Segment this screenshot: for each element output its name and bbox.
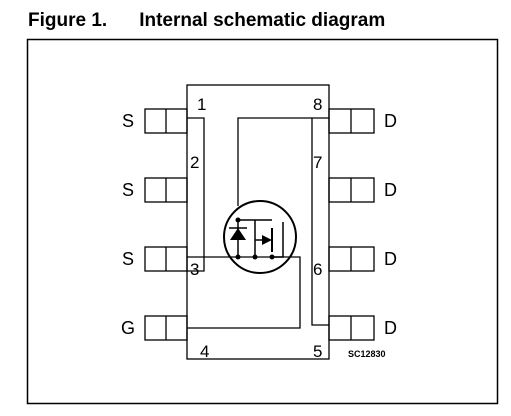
pin-1-number: 1 <box>197 95 206 114</box>
pin-1-lead <box>144 108 188 134</box>
source-bus <box>187 117 205 258</box>
pin-2-label: S <box>122 180 134 200</box>
pin-5-lead <box>328 315 375 341</box>
pin-6-label: D <box>384 249 397 269</box>
pin-8-label: D <box>384 111 397 131</box>
mosfet-circle <box>223 200 297 274</box>
pin-7-number: 7 <box>313 153 322 172</box>
drawing-code: SC12830 <box>348 349 386 359</box>
pin-5-number: 5 <box>313 342 322 361</box>
pin-5-label: D <box>384 318 397 338</box>
arrow-icon <box>262 235 272 245</box>
diode-icon <box>230 228 246 240</box>
pin-8-lead <box>328 108 375 134</box>
pin-8-number: 8 <box>313 95 322 114</box>
pin-4-label: G <box>121 318 135 338</box>
pin-3-lead <box>144 246 188 272</box>
drain-bus <box>311 117 329 326</box>
package-body <box>186 84 330 360</box>
pin-4-number: 4 <box>200 342 209 361</box>
pin-3-label: S <box>122 249 134 269</box>
gate-pad <box>187 256 301 329</box>
figure-title: Internal schematic diagram <box>139 10 386 31</box>
pin-1-label: S <box>122 111 134 131</box>
pin-2-number: 2 <box>190 153 199 172</box>
figure-frame <box>26 38 499 405</box>
drain-trace <box>237 117 312 206</box>
figure-caption: Figure 1. Internal schematic diagram <box>28 10 385 32</box>
pin-3-number: 3 <box>190 260 199 279</box>
pin-6-lead <box>328 246 375 272</box>
pin-2-lead <box>144 177 188 203</box>
figure-number: Figure 1. <box>28 10 108 31</box>
pin-7-label: D <box>384 180 397 200</box>
pin-7-lead <box>328 177 375 203</box>
pin-4-lead <box>144 315 188 341</box>
mosfet-symbol <box>223 200 297 274</box>
pin-6-number: 6 <box>313 260 322 279</box>
